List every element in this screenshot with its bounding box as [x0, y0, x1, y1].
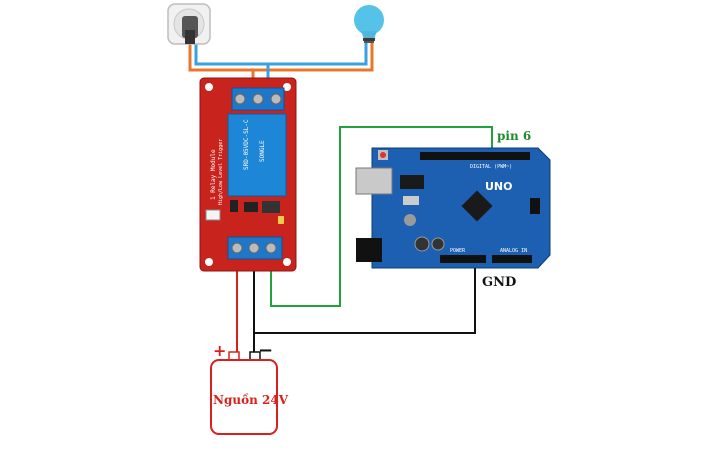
- relay-body: [227, 113, 287, 197]
- blue-wire: [194, 40, 368, 66]
- negative-terminal-label: −: [258, 340, 274, 361]
- relay-module: SRD-05VDC-SL-C SONGLE 1 Relay Module Hig…: [199, 77, 297, 272]
- relay-part-text: SRD-05VDC-SL-C: [243, 119, 250, 170]
- analog-header: [492, 255, 532, 263]
- microcontroller-chip: [461, 190, 493, 222]
- power-supply-24v: [210, 351, 278, 435]
- analog-header-text: ANALOG IN: [500, 248, 527, 254]
- power-supply-label: Nguồn 24V: [213, 393, 288, 407]
- digital-header-text: DIGITAL (PWM~): [470, 164, 512, 170]
- usb-chip: [400, 175, 424, 189]
- arduino-uno-board: DIGITAL (PWM~) UNO POWER ANALOG IN: [355, 147, 551, 269]
- pin-6-label: pin 6: [497, 129, 532, 143]
- gnd-label: GND: [482, 275, 517, 290]
- wall-socket-icon: [167, 3, 211, 45]
- relay-silk-text-1: 1 Relay Module: [210, 149, 217, 200]
- digital-header: [420, 152, 530, 160]
- relay-brand-text: SONGLE: [259, 140, 266, 162]
- green-signal-wire: [270, 126, 493, 307]
- relay-silk-text-2: High/Low Level Trigger: [218, 139, 224, 205]
- power-header: [440, 255, 486, 263]
- light-bulb-icon: [354, 5, 384, 43]
- uno-model-label: UNO: [485, 180, 513, 193]
- power-header-text: POWER: [450, 248, 466, 254]
- usb-port: [355, 167, 393, 195]
- orange-wire: [188, 40, 374, 72]
- black-ground-wire: [253, 255, 476, 334]
- positive-terminal-label: +: [213, 341, 227, 360]
- power-jack: [356, 238, 382, 262]
